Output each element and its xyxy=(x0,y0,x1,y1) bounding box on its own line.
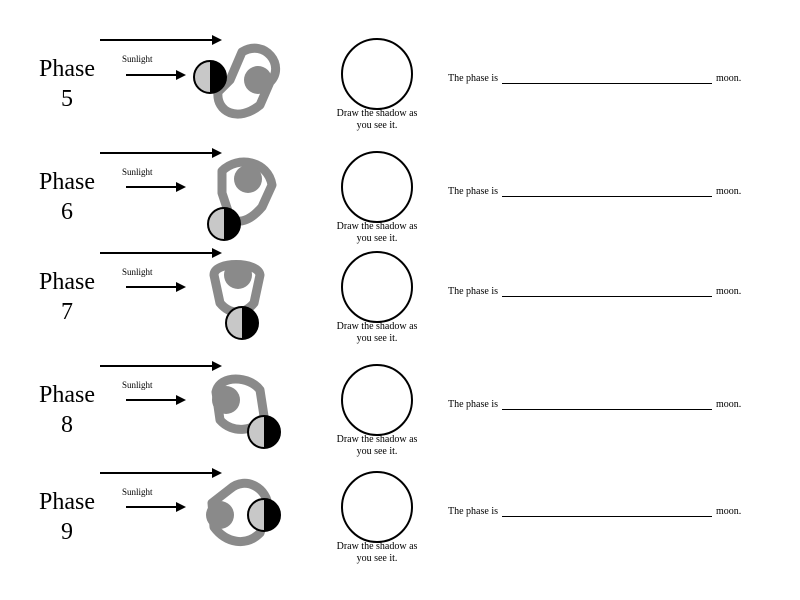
answer-blank[interactable] xyxy=(502,185,712,197)
phase-label: Phase 8 xyxy=(22,380,112,440)
answer-suffix: moon. xyxy=(716,399,742,410)
arrowhead-icon xyxy=(212,148,222,158)
answer-suffix: moon. xyxy=(716,186,742,197)
caption-line: you see it. xyxy=(356,233,398,244)
sunlight-label: Sunlight xyxy=(122,267,153,277)
phase-number: 5 xyxy=(61,86,73,112)
phase-number: 8 xyxy=(61,412,73,438)
phase-label: Phase 5 xyxy=(22,54,112,114)
phase-word: Phase xyxy=(39,489,95,515)
arrowhead-icon xyxy=(176,282,186,292)
draw-caption: Draw the shadow as you see it. xyxy=(317,541,437,565)
phase-row: Phase 6 Sunlight Draw the shadow as you … xyxy=(0,133,800,253)
answer-suffix: moon. xyxy=(716,506,742,517)
arrowhead-icon xyxy=(212,248,222,258)
person-head-icon xyxy=(206,501,234,529)
person-head-icon xyxy=(244,66,272,94)
phase-row: Phase 9 Sunlight Draw the shadow as you … xyxy=(0,453,800,573)
person-arms xyxy=(211,374,269,434)
phase-label: Phase 9 xyxy=(22,487,112,547)
person-head-icon xyxy=(212,386,240,414)
caption-line: Draw the shadow as xyxy=(336,321,418,332)
sunlight-label: Sunlight xyxy=(122,380,153,390)
arrowhead-icon xyxy=(212,35,222,45)
caption-line: you see it. xyxy=(356,553,398,564)
answer-prefix: The phase is xyxy=(448,506,498,517)
phase-label: Phase 7 xyxy=(22,267,112,327)
phase-number: 6 xyxy=(61,199,73,225)
answer-blank[interactable] xyxy=(502,398,712,410)
person-figure xyxy=(206,478,273,546)
sunlight-diagram: Sunlight xyxy=(100,361,281,449)
sunlight-label: Sunlight xyxy=(122,167,153,177)
draw-caption: Draw the shadow as you see it. xyxy=(317,221,437,245)
answer-prefix: The phase is xyxy=(448,399,498,410)
arrowhead-icon xyxy=(176,502,186,512)
person-arms xyxy=(207,478,273,546)
answer-suffix: moon. xyxy=(716,73,742,84)
moon-icon xyxy=(225,306,259,340)
caption-line: Draw the shadow as xyxy=(336,541,418,552)
phase-number: 7 xyxy=(61,299,73,325)
drawing-circle[interactable] xyxy=(341,471,413,543)
phase-word: Phase xyxy=(39,382,95,408)
answer-line: The phase is moon. xyxy=(448,285,741,297)
person-arms xyxy=(209,260,265,317)
caption-line: you see it. xyxy=(356,446,398,457)
draw-caption: Draw the shadow as you see it. xyxy=(317,108,437,132)
moon-icon xyxy=(193,60,227,94)
drawing-circle[interactable] xyxy=(341,38,413,110)
caption-line: you see it. xyxy=(356,333,398,344)
phase-row: Phase 5 Sunlight Draw the shadow as you … xyxy=(0,20,800,140)
person-figure xyxy=(213,43,280,119)
caption-line: Draw the shadow as xyxy=(336,108,418,119)
answer-blank[interactable] xyxy=(502,285,712,297)
answer-prefix: The phase is xyxy=(448,286,498,297)
drawing-circle[interactable] xyxy=(341,251,413,323)
person-figure xyxy=(209,260,265,317)
sunlight-diagram: Sunlight xyxy=(100,35,280,119)
caption-line: Draw the shadow as xyxy=(336,434,418,445)
sunlight-diagram: Sunlight xyxy=(100,148,277,241)
phase-row: Phase 8 Sunlight Draw the shadow as you … xyxy=(0,346,800,466)
answer-line: The phase is moon. xyxy=(448,398,741,410)
arrowhead-icon xyxy=(212,468,222,478)
person-head-icon xyxy=(224,261,252,289)
answer-blank[interactable] xyxy=(502,72,712,84)
caption-line: Draw the shadow as xyxy=(336,221,418,232)
draw-caption: Draw the shadow as you see it. xyxy=(317,321,437,345)
moon-icon xyxy=(247,415,281,449)
person-figure xyxy=(211,374,269,434)
drawing-circle[interactable] xyxy=(341,364,413,436)
answer-prefix: The phase is xyxy=(448,73,498,84)
answer-line: The phase is moon. xyxy=(448,505,741,517)
phase-word: Phase xyxy=(39,169,95,195)
arrowhead-icon xyxy=(176,182,186,192)
answer-prefix: The phase is xyxy=(448,186,498,197)
phase-label: Phase 6 xyxy=(22,167,112,227)
sunlight-diagram: Sunlight xyxy=(100,248,265,340)
answer-blank[interactable] xyxy=(502,505,712,517)
phase-number: 9 xyxy=(61,519,73,545)
sunlight-label: Sunlight xyxy=(122,54,153,64)
phase-word: Phase xyxy=(39,56,95,82)
caption-line: you see it. xyxy=(356,120,398,131)
arrowhead-icon xyxy=(176,395,186,405)
phase-word: Phase xyxy=(39,269,95,295)
drawing-circle[interactable] xyxy=(341,151,413,223)
person-arms xyxy=(213,43,280,119)
arrowhead-icon xyxy=(176,70,186,80)
phase-row: Phase 7 Sunlight Draw the shadow as you … xyxy=(0,233,800,353)
answer-line: The phase is moon. xyxy=(448,185,741,197)
moon-icon xyxy=(207,207,241,241)
answer-line: The phase is moon. xyxy=(448,72,741,84)
person-head-icon xyxy=(234,165,262,193)
sunlight-label: Sunlight xyxy=(122,487,153,497)
answer-suffix: moon. xyxy=(716,286,742,297)
arrowhead-icon xyxy=(212,361,222,371)
sunlight-diagram: Sunlight xyxy=(100,468,281,546)
moon-icon xyxy=(247,498,281,532)
draw-caption: Draw the shadow as you see it. xyxy=(317,434,437,458)
